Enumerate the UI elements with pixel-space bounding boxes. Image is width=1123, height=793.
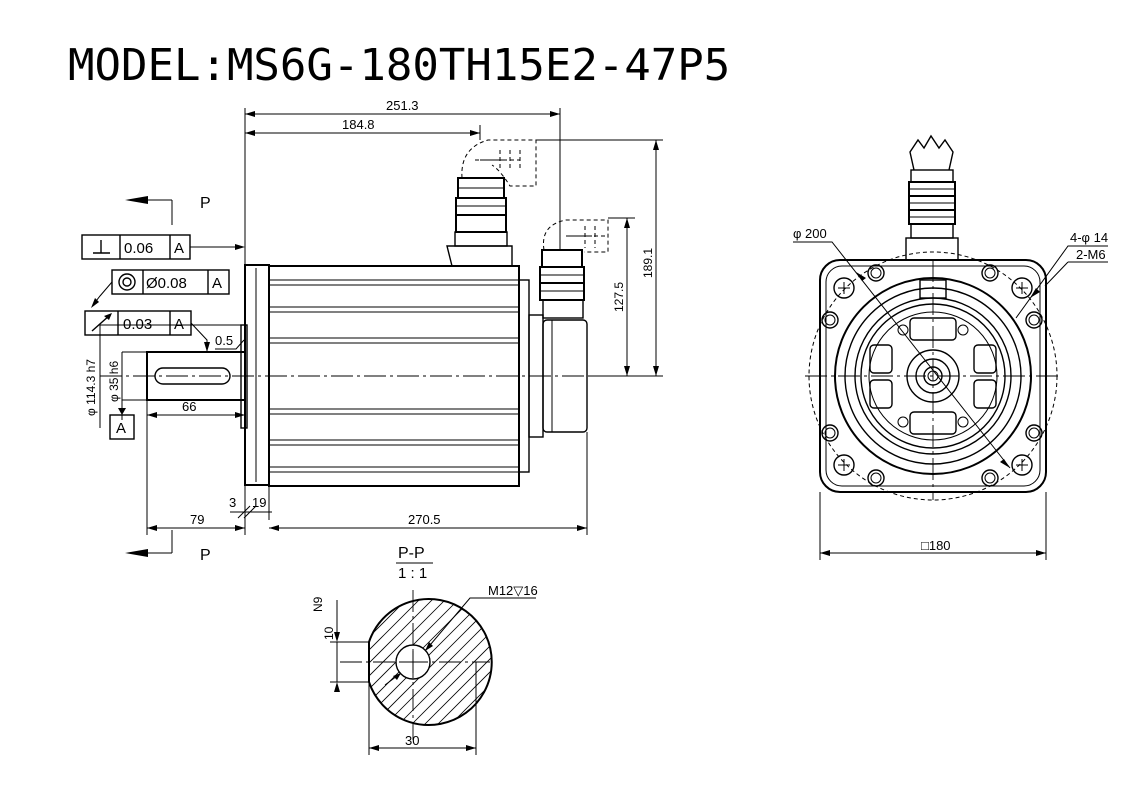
threads-label: 2-M6 — [1076, 247, 1106, 262]
svg-text:A: A — [174, 240, 184, 257]
model-title: MODEL:MS6G-180TH15E2-47P5 — [68, 40, 730, 91]
key-10: 10 — [322, 626, 336, 640]
svg-text:0.03: 0.03 — [123, 316, 152, 333]
threaded-holes — [821, 264, 1043, 487]
dim-0-5: 0.5 — [215, 333, 233, 348]
hatch-line — [445, 598, 492, 725]
thread-label: M12▽16 — [488, 583, 538, 598]
key — [154, 367, 231, 385]
section-p-bottom: P — [200, 547, 211, 564]
svg-text:A: A — [174, 316, 184, 333]
square-180: □180 — [921, 538, 951, 553]
section-p-top: P — [200, 195, 211, 212]
dia-35: φ 35 h6 — [107, 361, 121, 402]
hatch-line — [173, 582, 333, 742]
power-connector — [446, 139, 537, 267]
section-scale: 1 : 1 — [398, 565, 427, 582]
dim-251-3: 251.3 — [386, 98, 419, 113]
dia-114-3: φ 114.3 h7 — [84, 359, 98, 416]
front-view: φ 200 4-φ 14 2-M6 □180 — [793, 134, 1108, 560]
tolerance-concentricity: Ø0.08 A — [91, 269, 230, 308]
svg-text:Ø0.08: Ø0.08 — [146, 275, 187, 292]
encoder-connector — [539, 219, 609, 319]
section-arrow-top: P — [125, 195, 211, 225]
dim-189-1: 189.1 — [641, 248, 655, 278]
dim-79: 79 — [190, 512, 204, 527]
hatch-line — [471, 598, 492, 725]
flange-plate — [244, 264, 270, 486]
tolerance-runout: 0.03 A — [84, 310, 210, 352]
svg-text:0.06: 0.06 — [124, 240, 153, 257]
dim-3: 3 — [229, 495, 236, 510]
section-title: P-P — [398, 545, 425, 562]
front-connector — [905, 134, 959, 261]
hatch-line — [369, 598, 438, 725]
dim-270-5: 270.5 — [408, 512, 441, 527]
dia-200: φ 200 — [793, 226, 827, 241]
dim-66: 66 — [182, 399, 196, 414]
hatch-line — [369, 598, 425, 725]
hatch-line — [432, 598, 492, 725]
hatch-line — [419, 598, 492, 725]
section-arrow-bottom: P — [125, 530, 211, 564]
side-view: 251.3 184.8 189.1 127.5 66 79 3 19 — [81, 98, 663, 564]
datum-a: A — [116, 420, 126, 437]
key-n9: N9 — [311, 596, 325, 612]
mounting-holes — [833, 277, 1033, 476]
svg-text:A: A — [212, 275, 222, 292]
tolerance-perpendicularity: 0.06 A — [81, 234, 245, 260]
section-p-p: P-P 1 : 1 M12▽16 — [173, 545, 538, 755]
dim-19: 19 — [252, 495, 266, 510]
hatch-line — [199, 582, 359, 742]
dim-184-8: 184.8 — [342, 117, 375, 132]
width-30: 30 — [405, 733, 419, 748]
dim-127-5: 127.5 — [612, 282, 626, 312]
shaft — [146, 351, 246, 401]
holes-label: 4-φ 14 — [1070, 230, 1108, 245]
hatch-line — [484, 598, 492, 725]
